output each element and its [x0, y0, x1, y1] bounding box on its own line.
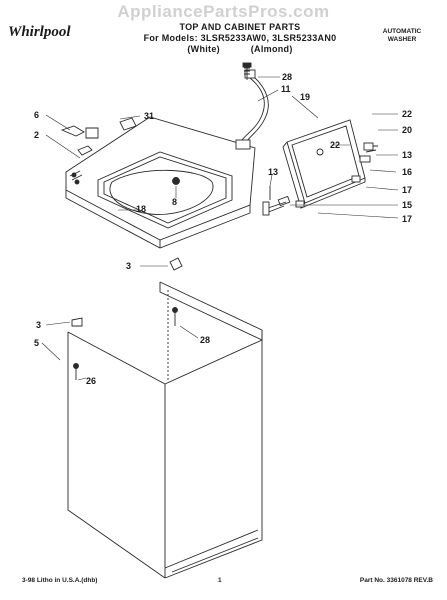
- callout-13-b: 13: [268, 167, 278, 177]
- callout-22-a: 22: [402, 109, 412, 119]
- brand-logo: Whirlpool: [8, 24, 71, 40]
- footer-litho: 3-98 Litho in U.S.A.(dhb): [22, 577, 98, 584]
- callout-5: 5: [34, 338, 39, 348]
- washer-lid: [282, 119, 366, 209]
- callout-28-top: 28: [282, 72, 292, 82]
- watermark-text: AppliancePartsPros.com: [117, 2, 330, 21]
- callout-16: 16: [402, 167, 412, 177]
- callout-13-a: 13: [402, 150, 412, 160]
- corner-clips: [71, 257, 183, 327]
- title-line-1: TOP AND CABINET PARTS: [179, 22, 301, 32]
- cabinet-screws: [73, 307, 178, 380]
- callout-8: 8: [172, 197, 177, 207]
- callout-15: 15: [402, 200, 412, 210]
- lid-hinges: [262, 142, 378, 216]
- product-line-2: WASHER: [387, 36, 417, 43]
- callout-19: 19: [300, 92, 310, 102]
- callout-18: 18: [136, 204, 146, 214]
- callout-6: 6: [34, 110, 39, 120]
- product-line-1: AUTOMATIC: [382, 28, 422, 35]
- page-title: TOP AND CABINET PARTS For Models: 3LSR52…: [120, 22, 360, 55]
- callout-17-b: 17: [402, 214, 412, 224]
- callout-26: 26: [86, 376, 96, 386]
- screw-28-top: [242, 62, 252, 80]
- leader-lines: [41, 76, 399, 381]
- callout-28-mid: 28: [200, 335, 210, 345]
- washer-cabinet: [67, 281, 263, 579]
- title-line-3: (White) (Almond): [187, 44, 293, 54]
- callout-31: 31: [144, 111, 154, 121]
- callout-numbers: 28 11 19 6 31 2 22 20 22 13 16 17 13 15 …: [34, 72, 412, 386]
- callout-22-b: 22: [330, 140, 340, 150]
- footer-page-number: 1: [218, 577, 222, 584]
- footer-part-number: Part No. 3361078 REV.B: [359, 577, 433, 584]
- callout-17-a: 17: [402, 185, 412, 195]
- callout-20: 20: [402, 125, 412, 135]
- callout-11: 11: [281, 84, 291, 94]
- lid-switch-harness: [235, 69, 269, 150]
- product-type: AUTOMATIC WASHER: [362, 28, 442, 44]
- callout-2: 2: [34, 130, 39, 140]
- callout-3-b: 3: [36, 320, 41, 330]
- callout-3-a: 3: [126, 261, 131, 271]
- title-line-2: For Models: 3LSR5233AW0, 3LSR5233AN0: [143, 33, 337, 43]
